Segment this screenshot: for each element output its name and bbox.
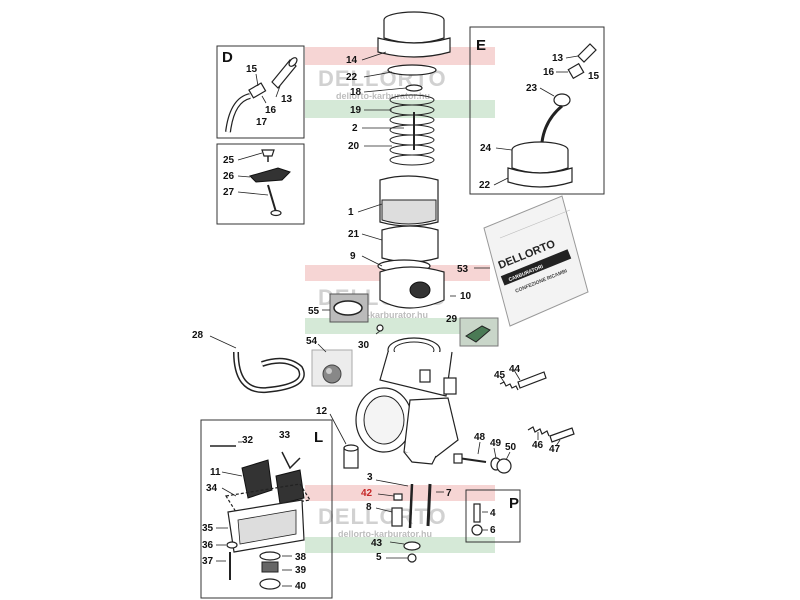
watermark-url-top: dellorto-karburator.hu <box>336 91 430 101</box>
part-26: 26 <box>223 171 235 182</box>
part-19: 19 <box>350 105 362 116</box>
watermark-bottom: DELLORTO dellorto-karburator.hu <box>305 485 495 553</box>
part-4: 4 <box>490 508 496 519</box>
right-parts: 45 44 46 47 48 49 50 <box>453 364 575 474</box>
part-30: 30 <box>358 340 370 351</box>
part-7: 7 <box>446 488 452 499</box>
part-28: 28 <box>192 330 204 341</box>
box-d: D 15 13 16 17 <box>216 45 305 139</box>
part-23: 23 <box>526 83 538 94</box>
part-44: 44 <box>509 364 521 375</box>
part-15-e: 15 <box>588 71 600 82</box>
part-43: 43 <box>371 538 383 549</box>
part-11: 11 <box>210 467 221 478</box>
part-29: 29 <box>446 314 458 325</box>
part-53: 53 <box>457 264 469 275</box>
watermark-brand-bottom: DELLORTO <box>318 504 447 529</box>
part-6: 6 <box>490 525 496 536</box>
part-12: 12 <box>316 406 328 417</box>
part-45: 45 <box>494 370 506 381</box>
part-22-e: 22 <box>479 180 491 191</box>
box-l: L 32 33 11 34 35 36 37 <box>200 419 333 599</box>
part-47: 47 <box>549 444 561 455</box>
part-33: 33 <box>279 430 291 441</box>
part-20: 20 <box>348 141 360 152</box>
part-21: 21 <box>348 229 360 240</box>
part-3: 3 <box>367 472 373 483</box>
part-22-top: 22 <box>346 72 358 83</box>
part-15-d: 15 <box>246 64 258 75</box>
part-40: 40 <box>295 581 307 592</box>
box-choke: 25 26 27 <box>216 143 305 225</box>
part-17: 17 <box>256 117 268 128</box>
box-e: E 13 16 15 23 24 22 <box>469 26 605 195</box>
part-42: 42 <box>361 488 373 499</box>
part-36: 36 <box>202 540 214 551</box>
part-38: 38 <box>295 552 307 563</box>
part-49: 49 <box>490 438 502 449</box>
part-46: 46 <box>532 440 544 451</box>
part-9: 9 <box>350 251 356 262</box>
misc-parts: 55 29 30 54 28 <box>192 293 499 394</box>
part-10: 10 <box>460 291 472 302</box>
box-p-label: P <box>509 495 519 512</box>
part-16-e: 16 <box>543 67 555 78</box>
part-14: 14 <box>346 55 358 66</box>
jet-holder: 12 <box>316 406 359 469</box>
watermark-url-bottom: dellorto-karburator.hu <box>338 529 432 539</box>
gasket-bag: DELLORTO CARBURATORI CONFEZIONE RICAMBI … <box>457 195 589 327</box>
part-39: 39 <box>295 565 307 576</box>
watermark-top: DELLORTO dellorto-karburator.hu <box>305 47 495 118</box>
part-34: 34 <box>206 483 218 494</box>
box-e-label: E <box>476 37 486 54</box>
part-54: 54 <box>306 336 318 347</box>
slide-assembly: 14 22 18 19 2 20 1 21 9 10 <box>346 11 472 309</box>
part-13-e: 13 <box>552 53 564 64</box>
box-l-label: L <box>314 429 323 446</box>
part-50: 50 <box>505 442 517 453</box>
box-d-label: D <box>222 49 233 66</box>
part-5: 5 <box>376 552 382 563</box>
part-16-d: 16 <box>265 105 277 116</box>
part-48: 48 <box>474 432 486 443</box>
part-2: 2 <box>352 123 358 134</box>
part-55: 55 <box>308 306 320 317</box>
part-37: 37 <box>202 556 214 567</box>
part-35: 35 <box>202 523 214 534</box>
box-p: P 4 6 <box>465 489 521 543</box>
part-1: 1 <box>348 207 354 218</box>
part-27: 27 <box>223 187 235 198</box>
part-13-d: 13 <box>281 94 293 105</box>
jet-parts: 3 42 8 43 5 7 <box>361 472 452 563</box>
part-25: 25 <box>223 155 235 166</box>
carburetor-body <box>355 337 459 465</box>
part-32: 32 <box>242 435 254 446</box>
watermark-url-middle: dellorto-karburator.hu <box>334 310 428 320</box>
part-8: 8 <box>366 502 372 513</box>
part-18: 18 <box>350 87 362 98</box>
part-24: 24 <box>480 143 492 154</box>
